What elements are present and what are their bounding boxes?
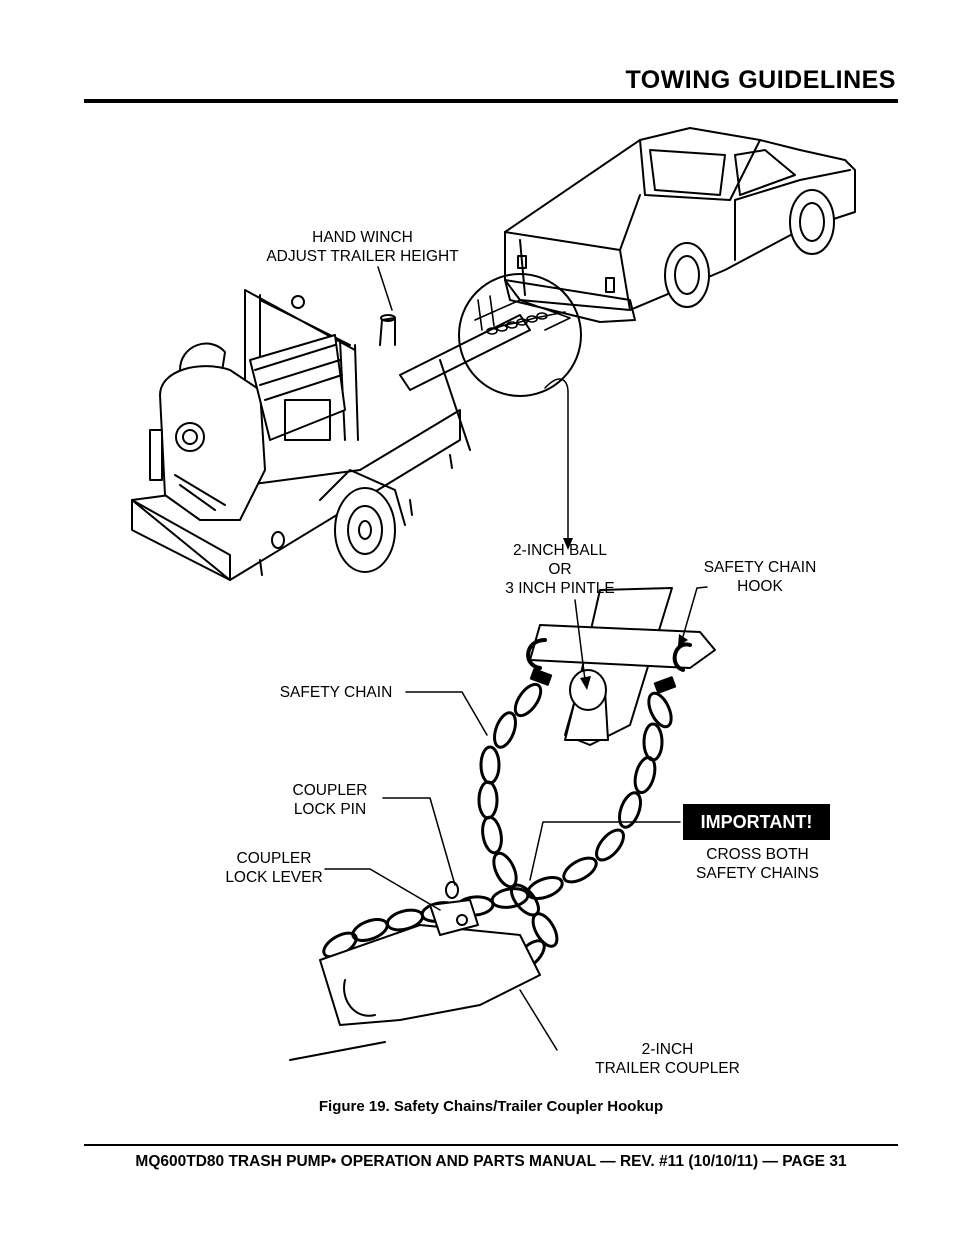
leader-arrowheads bbox=[563, 538, 688, 690]
coupler-label-line2: TRAILER COUPLER bbox=[595, 1060, 740, 1077]
cross-note-line1: CROSS BOTH bbox=[706, 846, 809, 863]
pin-label-line1: COUPLER bbox=[292, 782, 368, 799]
hand-winch-label-line2: ADJUST TRAILER HEIGHT bbox=[266, 248, 459, 265]
ball-label-line3: 3 INCH PINTLE bbox=[505, 580, 615, 597]
hook-label-line1: SAFETY CHAIN bbox=[703, 559, 817, 576]
page-title: TOWING GUIDELINES bbox=[625, 66, 896, 94]
page-footer: MQ600TD80 TRASH PUMP• OPERATION AND PART… bbox=[135, 1153, 847, 1170]
important-badge: IMPORTANT! bbox=[683, 804, 830, 840]
footer-rule bbox=[84, 1144, 898, 1146]
safety-chain-hook-label: SAFETY CHAIN HOOK bbox=[690, 558, 830, 596]
coupler-lock-pin-label: COUPLER LOCK PIN bbox=[280, 781, 380, 819]
pickup-truck-drawing bbox=[504, 127, 856, 323]
ball-pintle-drawing bbox=[526, 587, 716, 746]
lever-label-line1: COUPLER bbox=[236, 850, 312, 867]
trailer-coupler-drawing bbox=[289, 881, 541, 1061]
hand-winch-label: HAND WINCH ADJUST TRAILER HEIGHT bbox=[255, 228, 470, 266]
leader-lines bbox=[324, 266, 708, 1051]
ball-label-line1: 2-INCH BALL bbox=[513, 542, 607, 559]
cross-chains-note: CROSS BOTH SAFETY CHAINS bbox=[680, 845, 835, 883]
coupler-lock-lever-label: COUPLER LOCK LEVER bbox=[218, 849, 330, 887]
hitch-chain-detail bbox=[474, 295, 571, 335]
ball-pintle-label: 2-INCH BALL OR 3 INCH PINTLE bbox=[490, 541, 630, 598]
trash-pump-trailer-drawing bbox=[131, 289, 531, 581]
safety-chain-label: SAFETY CHAIN bbox=[279, 684, 393, 701]
hitch-detail-circle bbox=[458, 273, 582, 397]
hand-winch-label-line1: HAND WINCH bbox=[312, 229, 413, 246]
ball-label-line2: OR bbox=[548, 561, 572, 578]
lever-label-line2: LOCK LEVER bbox=[225, 869, 323, 886]
header-rule bbox=[84, 99, 898, 103]
cross-note-line2: SAFETY CHAINS bbox=[696, 865, 819, 882]
pin-label-line2: LOCK PIN bbox=[293, 801, 367, 818]
figure-caption: Figure 19. Safety Chains/Trailer Coupler… bbox=[318, 1098, 664, 1115]
coupler-label-line1: 2-INCH bbox=[641, 1041, 694, 1058]
hook-label-line2: HOOK bbox=[737, 578, 783, 595]
trailer-coupler-label: 2-INCH TRAILER COUPLER bbox=[580, 1040, 755, 1078]
